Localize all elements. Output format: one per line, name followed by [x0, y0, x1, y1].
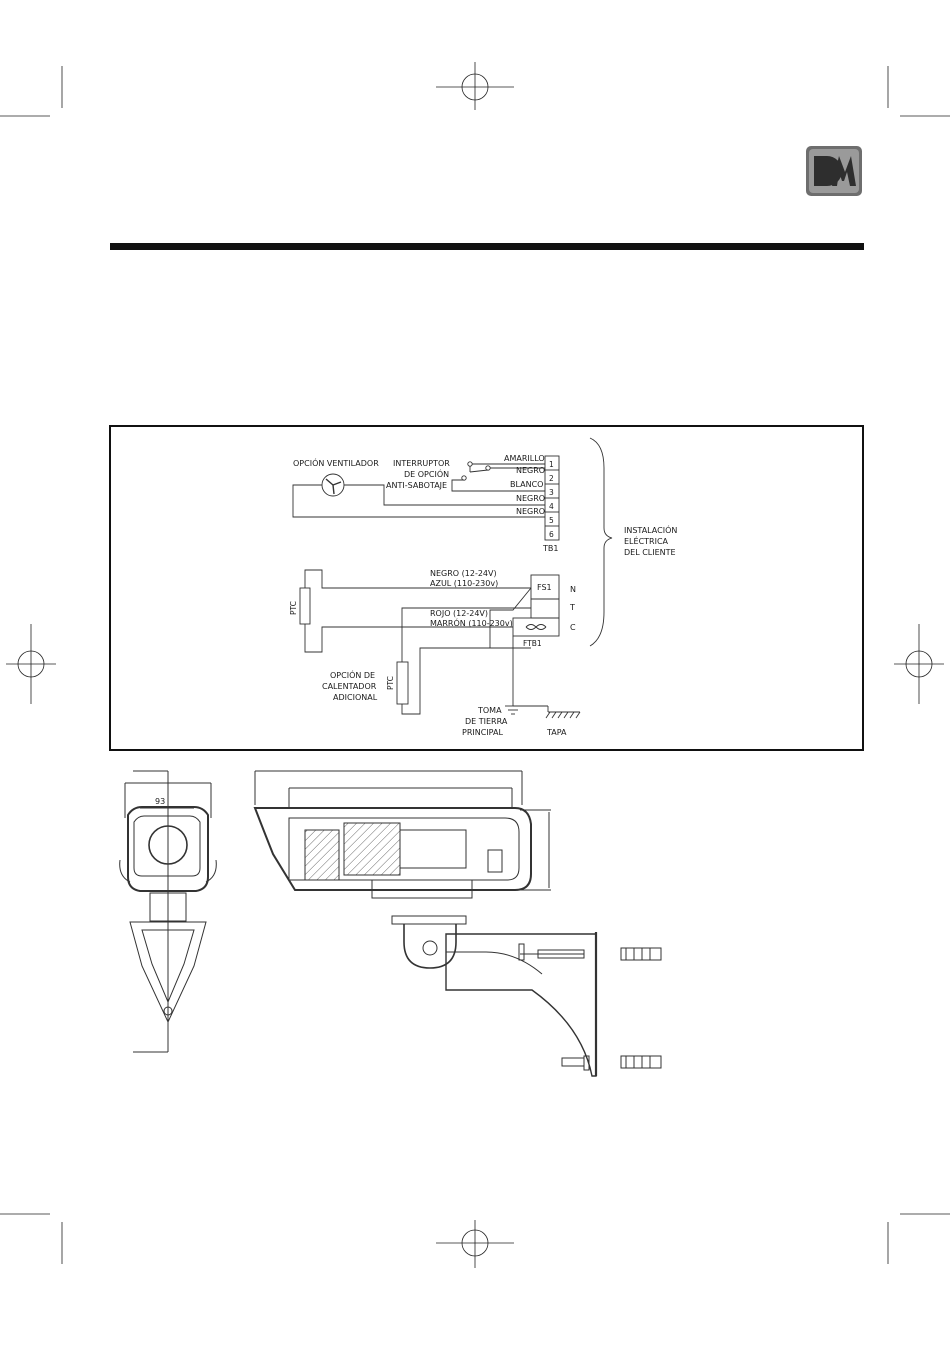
- ground-label-2: DE TIERRA: [465, 717, 508, 726]
- registration-mark-left: [6, 624, 56, 704]
- terminal-3: 3: [549, 488, 554, 497]
- terminal-2: 2: [549, 474, 554, 483]
- ground-label-3: PRINCIPAL: [462, 728, 503, 737]
- c-label: C: [570, 623, 576, 632]
- registration-mark-bottom: [436, 1220, 514, 1268]
- heater-option-3: ADICIONAL: [333, 693, 378, 702]
- side-view-drawing: [255, 771, 551, 898]
- n-label: N: [570, 585, 576, 594]
- customer-install-2: ELÉCTRICA: [624, 535, 669, 546]
- front-view-drawing: [120, 771, 217, 1052]
- fan-option-label: OPCIÓN VENTILADOR: [293, 457, 379, 468]
- tb1-label: TB1: [542, 544, 558, 553]
- terminal-4: 4: [549, 502, 554, 511]
- terminal-6: 6: [549, 530, 554, 539]
- ptc-label-heater: PTC: [386, 676, 395, 690]
- terminal-1: 1: [549, 460, 554, 469]
- ground-label-1: TOMA: [477, 706, 502, 715]
- rojo-12-24-label: ROJO (12-24V): [430, 609, 488, 618]
- customer-install-3: DEL CLIENTE: [624, 548, 676, 557]
- switch-label-1: INTERRUPTOR: [393, 459, 450, 468]
- registration-mark-right: [894, 624, 944, 704]
- wire-label-amarillo: AMARILLO: [504, 454, 545, 463]
- wall-bracket-drawing: [392, 916, 661, 1076]
- ftb1-label: FTB1: [523, 639, 542, 648]
- t-label: T: [569, 603, 575, 612]
- header-rule: [110, 243, 864, 250]
- tapa-label: TAPA: [546, 728, 567, 737]
- azul-110-230-label: AZUL (110-230v): [430, 579, 498, 588]
- heater-option-2: CALENTADOR: [322, 682, 377, 691]
- fan-icon: [322, 474, 344, 496]
- switch-label-2: DE OPCIÓN: [404, 468, 449, 479]
- wiring-labels: OPCIÓN VENTILADOR INTERRUPTOR DE OPCIÓN …: [289, 454, 677, 737]
- customer-install-1: INSTALACIÓN: [624, 524, 677, 535]
- heater-option-1: OPCIÓN DE: [330, 669, 375, 680]
- registration-mark-top: [436, 62, 514, 110]
- wire-label-negro-3: NEGRO: [516, 507, 545, 516]
- negro-12-24-label: NEGRO (12-24V): [430, 569, 497, 578]
- wire-label-negro-2: NEGRO: [516, 494, 545, 503]
- wire-label-blanco: BLANCO: [510, 480, 543, 489]
- fs1-label: FS1: [537, 583, 552, 592]
- width-dimension: 93: [155, 797, 165, 806]
- terminal-5: 5: [549, 516, 554, 525]
- brand-logo: DM: [806, 146, 862, 196]
- ptc-label-main: PTC: [289, 601, 298, 615]
- marron-110-230-label: MARRÓN (110-230v): [430, 617, 513, 628]
- wire-label-negro-1: NEGRO: [516, 466, 545, 475]
- switch-label-3: ANTI-SABOTAJE: [386, 481, 447, 490]
